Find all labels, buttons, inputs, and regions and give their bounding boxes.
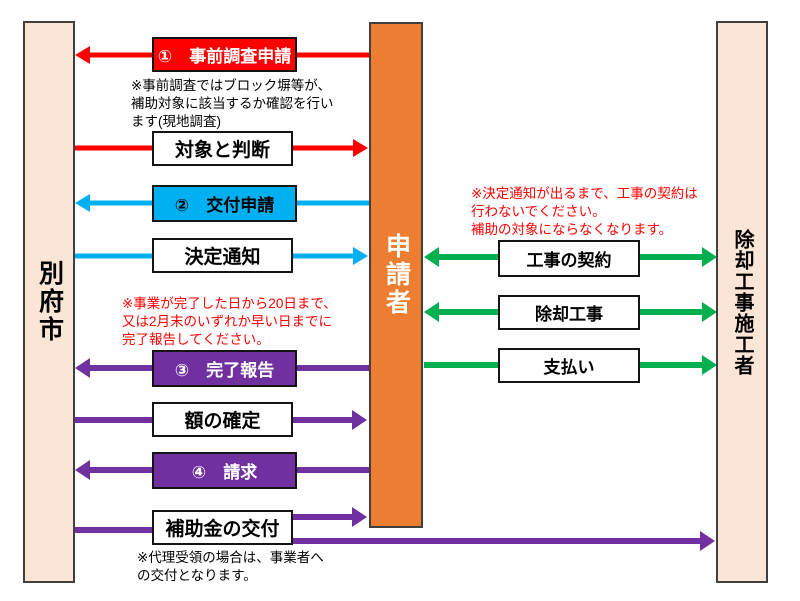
arrow-subsidy-payment	[75, 507, 715, 551]
column-contractor: 除却工事施工者	[716, 21, 768, 583]
note-prior-survey: ※事前調査ではブロック塀等が、 補助対象に該当するか確認を行い ます(現地調査)	[131, 78, 334, 129]
column-city-label: 別府市	[35, 260, 64, 344]
step-grant-application: ② 交付申請	[152, 185, 297, 222]
note-proxy-receipt: ※代理受領の場合は、事業者へ の交付となります。	[137, 550, 324, 583]
note-completion-deadline: ※事業が完了した日から20日まで、 又は2月末のいずれか早い日までに 完了報告し…	[122, 296, 337, 347]
column-city: 別府市	[23, 21, 75, 583]
column-contractor-label: 除却工事施工者	[731, 228, 753, 376]
step-decision-notice: 決定通知	[152, 238, 293, 273]
column-applicant: 申請者	[369, 22, 423, 528]
column-applicant-label: 申請者	[382, 233, 411, 317]
step-prior-survey: ① 事前調査申請	[152, 37, 297, 72]
note-contract-warning: ※決定通知が出るまで、工事の契約は 行わないでください。 補助の対象にならなくな…	[471, 186, 698, 237]
step-billing: ④ 請求	[152, 452, 297, 489]
step-subsidy-payment: 補助金の交付	[152, 510, 293, 545]
step-demolition-work: 除却工事	[498, 295, 640, 330]
step-amount-determination: 額の確定	[152, 402, 293, 437]
step-construction-contract: 工事の契約	[498, 240, 640, 277]
step-judged-eligible: 対象と判断	[152, 131, 293, 166]
step-payment: 支払い	[498, 348, 640, 383]
step-completion-report: ③ 完了報告	[152, 350, 297, 387]
